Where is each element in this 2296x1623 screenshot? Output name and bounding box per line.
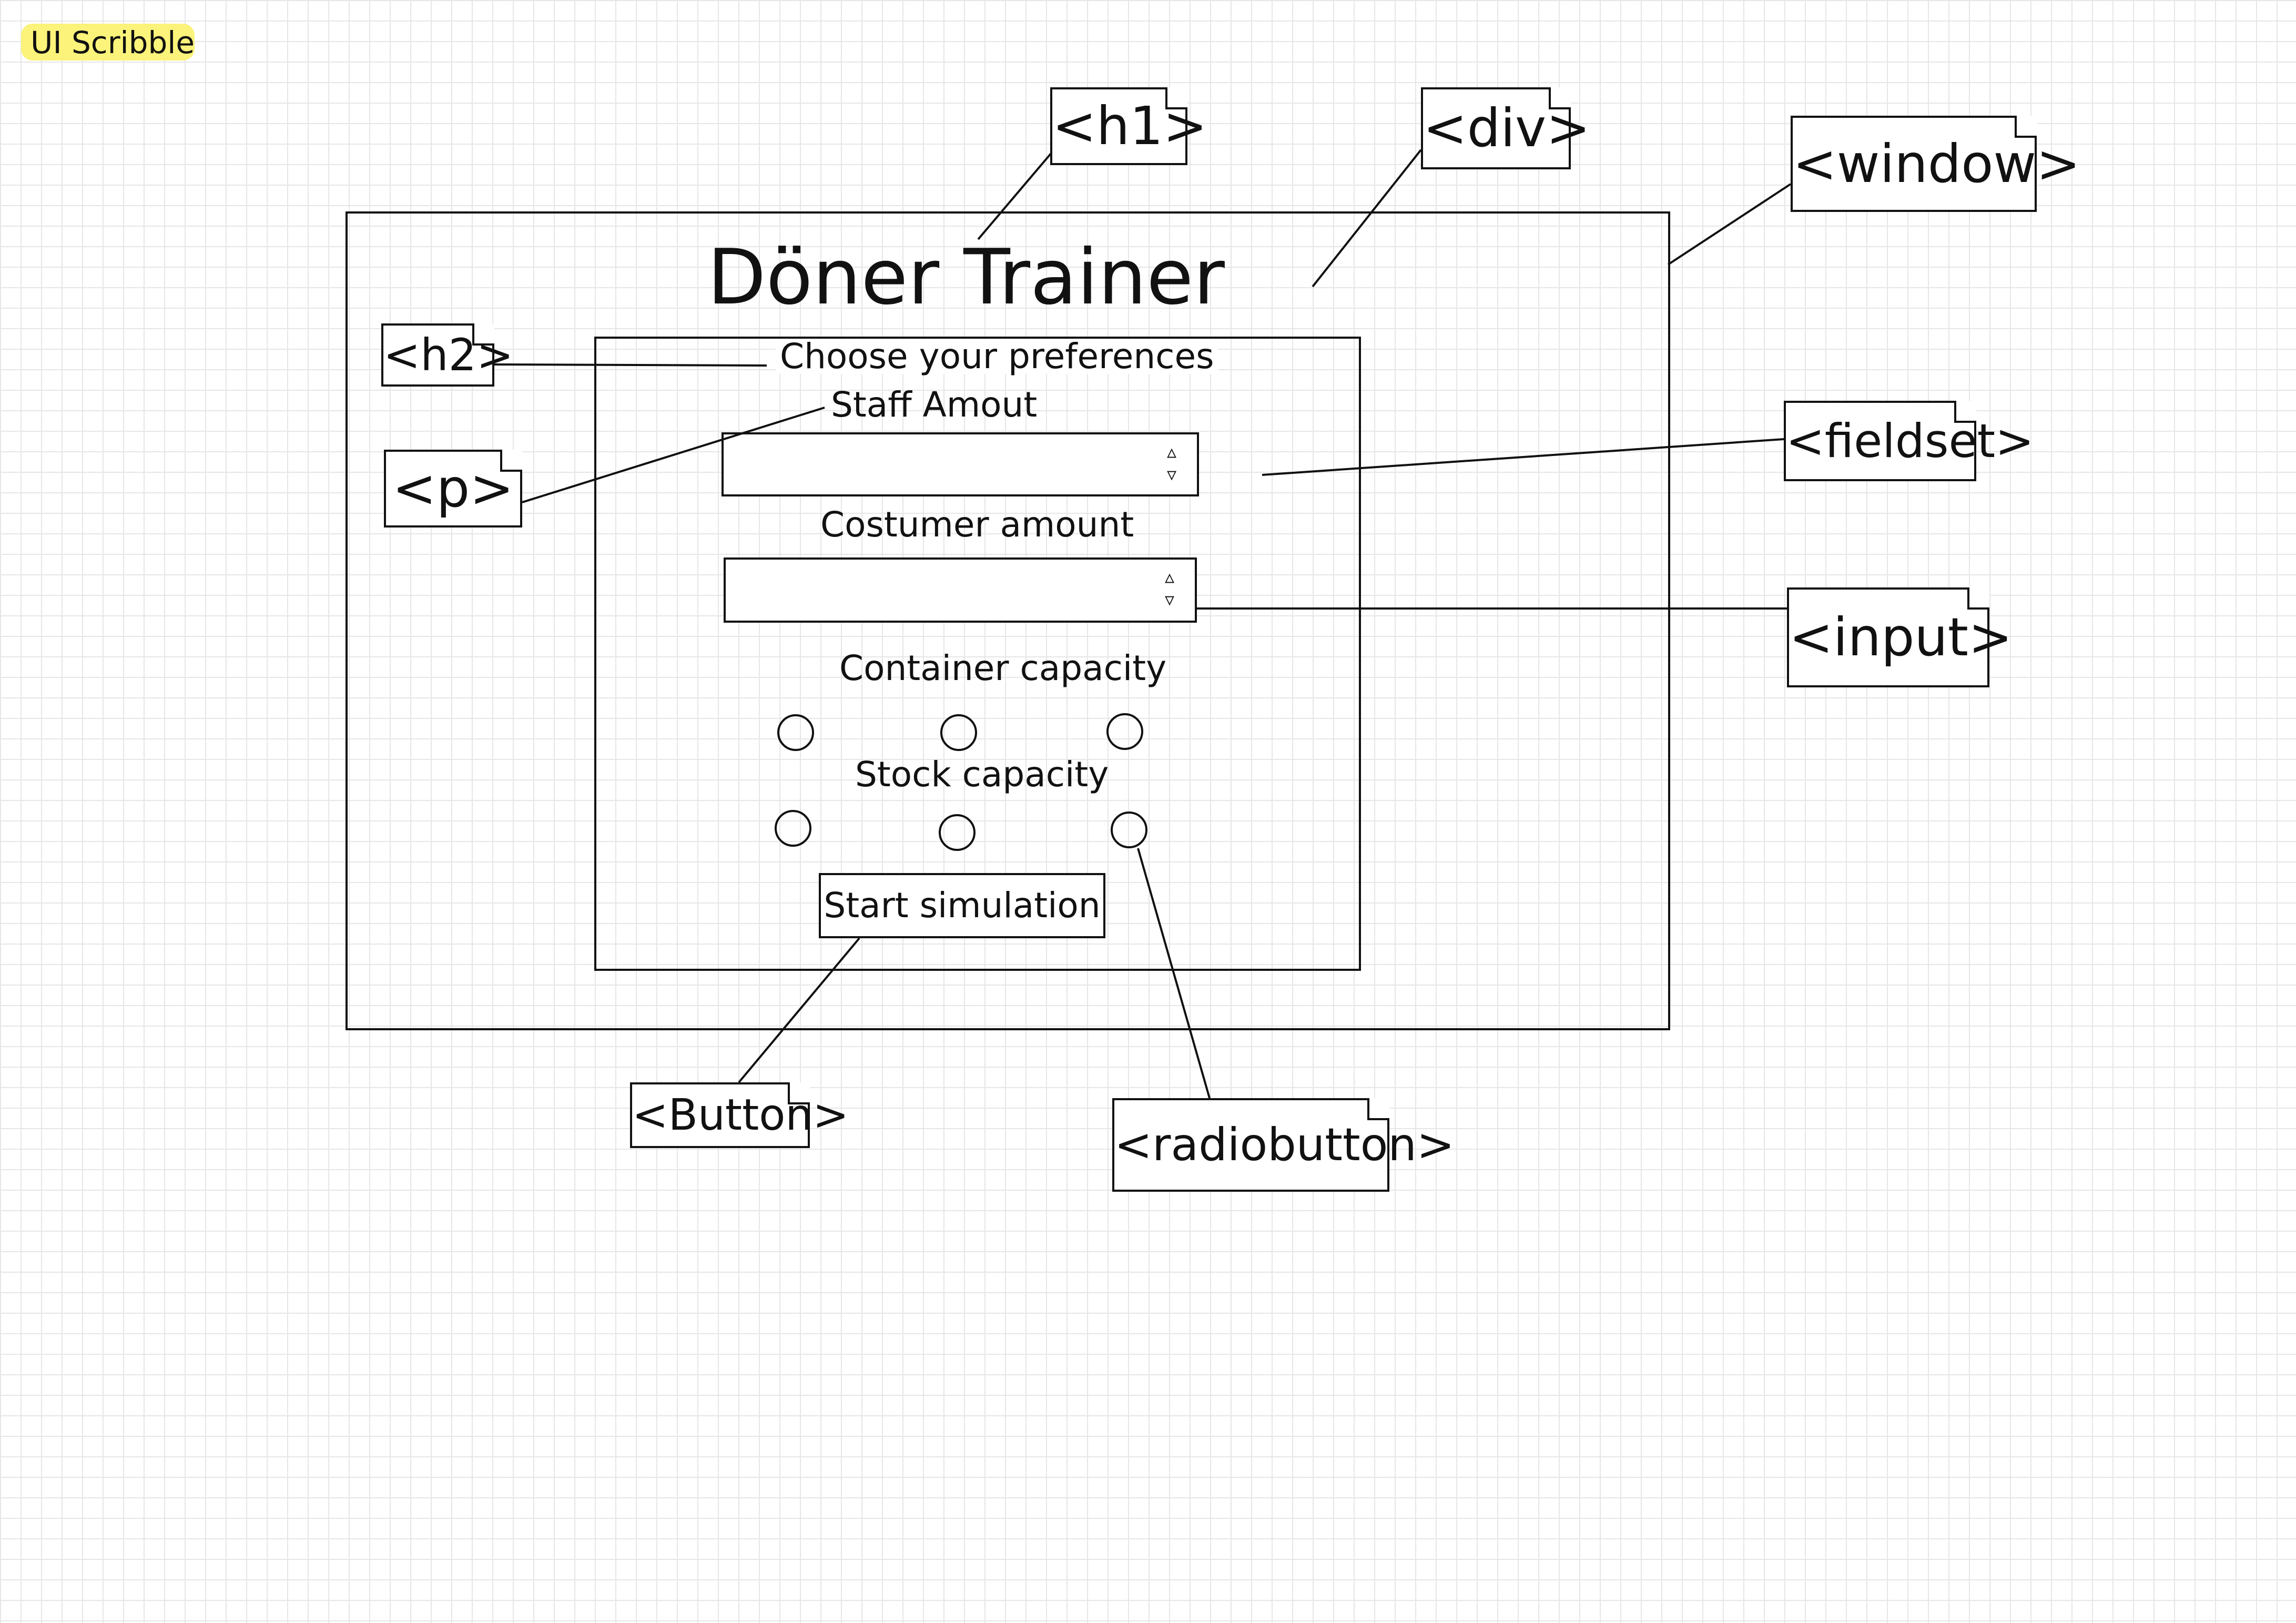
note-fold-icon	[1549, 87, 1571, 109]
note-fold-icon	[788, 1082, 810, 1104]
annotation-h2: <h2>	[381, 323, 513, 387]
ui-scribble-highlight	[21, 24, 195, 60]
preferences-legend: Choose your preferences	[776, 339, 1218, 374]
annotation-input: <input>	[1787, 587, 2013, 687]
annotation-button: <Button>	[630, 1082, 849, 1148]
note-fold-icon	[2015, 116, 2037, 138]
note-fold-icon	[1954, 401, 1976, 423]
container-capacity-radio-2[interactable]	[940, 714, 977, 751]
spinner-arrows-icon[interactable]: ▵▿	[1164, 566, 1175, 611]
staff-amount-label: Staff Amout	[831, 384, 1038, 425]
container-capacity-radio-1[interactable]	[777, 714, 814, 751]
customer-amount-label: Costumer amount	[820, 504, 1134, 545]
ui-scribble-label: UI Scribble	[31, 25, 195, 60]
container-capacity-radio-3[interactable]	[1106, 713, 1143, 750]
stock-capacity-radio-1[interactable]	[775, 810, 811, 847]
note-fold-icon	[472, 323, 494, 346]
note-fold-icon	[500, 450, 522, 472]
annotation-h1: <h1>	[1050, 87, 1207, 165]
staff-amount-input[interactable]: ▵▿	[722, 432, 1199, 496]
spinner-arrows-icon[interactable]: ▵▿	[1166, 441, 1177, 485]
leader-window	[1667, 183, 1792, 266]
container-capacity-label: Container capacity	[839, 648, 1167, 688]
annotation-div: <div>	[1421, 87, 1590, 169]
stock-capacity-radio-3[interactable]	[1111, 812, 1147, 848]
note-fold-icon	[1165, 87, 1187, 109]
start-simulation-button[interactable]: Start simulation	[819, 873, 1105, 938]
annotation-p: <p>	[384, 450, 522, 528]
note-fold-icon	[1367, 1098, 1389, 1120]
note-fold-icon	[1967, 587, 1989, 610]
stock-capacity-label: Stock capacity	[855, 754, 1109, 795]
start-simulation-label: Start simulation	[824, 885, 1101, 926]
annotation-window: <window>	[1791, 116, 2080, 212]
customer-amount-input[interactable]: ▵▿	[724, 557, 1197, 623]
preferences-fieldset	[594, 337, 1361, 971]
page-title: Döner Trainer	[707, 233, 1225, 322]
annotation-fieldset: <fieldset>	[1784, 401, 2034, 481]
stock-capacity-radio-2[interactable]	[939, 814, 976, 851]
annotation-radiobutton: <radiobutton>	[1112, 1098, 1455, 1192]
